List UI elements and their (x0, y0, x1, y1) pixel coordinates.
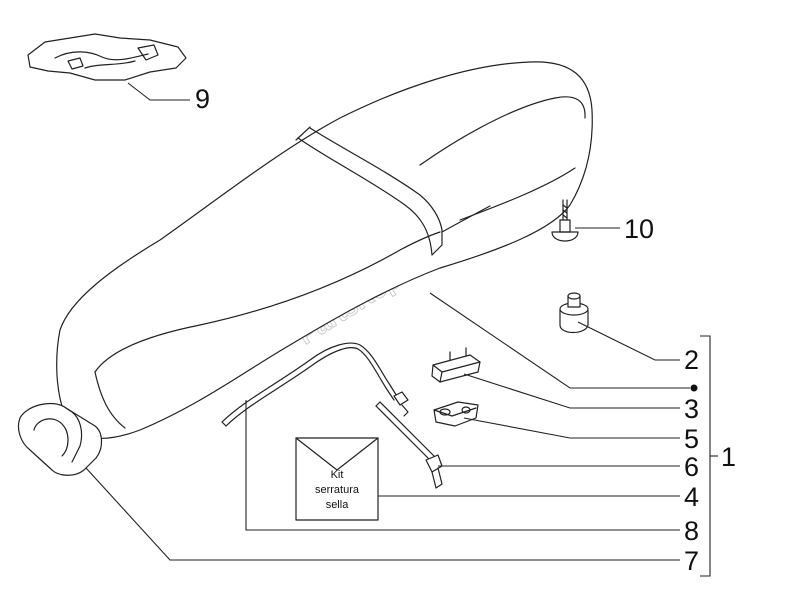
kit-bag-line3: sella (326, 499, 350, 511)
kit-group-bracket (700, 335, 711, 577)
part-9-seat-cover (27, 33, 187, 81)
callout-8: 8 (684, 516, 699, 546)
kit-bag-line2: serratura (315, 484, 360, 496)
callout-6: 6 (684, 452, 699, 482)
part-5-lock-catch (433, 401, 479, 427)
part-2-rubber-buffer (559, 292, 589, 334)
part-4-lock-rod (375, 401, 443, 489)
leader-3 (463, 373, 680, 409)
leader-8 (245, 400, 680, 531)
seat-reference-dot (690, 384, 698, 392)
callout-9: 9 (195, 84, 210, 114)
seat (56, 61, 593, 439)
part-3-latch-block (431, 347, 481, 383)
callout-5: 5 (684, 424, 699, 454)
callout-7: 7 (684, 546, 699, 576)
kit-bag: Kit serratura sella (295, 437, 379, 521)
callout-1: 1 (721, 442, 736, 472)
leader-lines (85, 82, 718, 577)
leader-7 (85, 467, 680, 561)
part-10-screw (551, 199, 579, 242)
leader-2 (577, 321, 680, 361)
callout-2: 2 (684, 345, 699, 375)
part-7-rubber-pad (17, 403, 103, 476)
callout-4: 4 (684, 482, 699, 512)
leader-5 (463, 417, 680, 439)
kit-bag-line1: Kit (331, 469, 344, 481)
leader-1-seat (429, 292, 690, 389)
callout-3: 3 (684, 394, 699, 424)
leader-9 (127, 82, 190, 101)
callout-10: 10 (624, 214, 654, 244)
part-8-cable (221, 342, 409, 427)
